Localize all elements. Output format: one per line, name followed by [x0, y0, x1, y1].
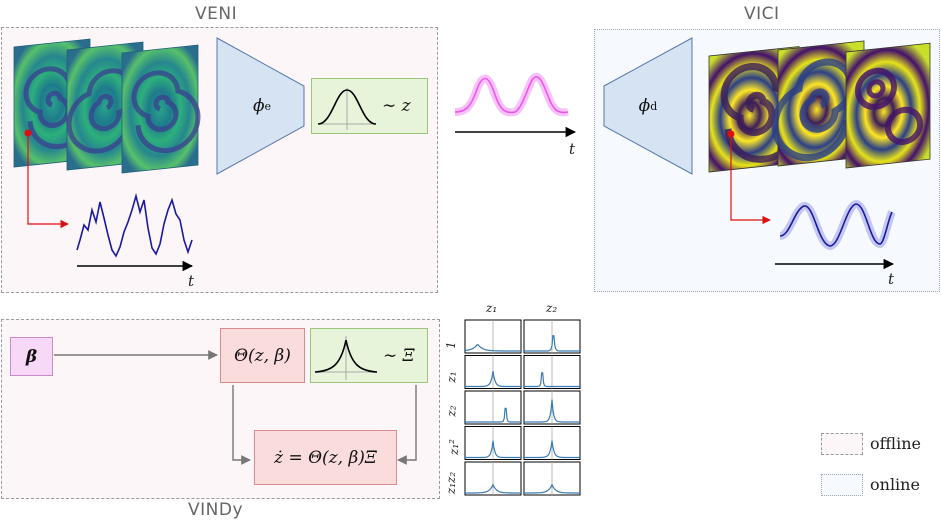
legend-offline-swatch [821, 433, 863, 455]
vici-probe-arrow [730, 134, 771, 225]
veni-probe-arrow [27, 133, 69, 229]
veni-time-label: t [188, 272, 195, 290]
latent-time-label: t [569, 140, 576, 158]
equation-box: ż = Θ(z, β)Ξ [254, 430, 397, 485]
library-box: Θ(z, β) [220, 328, 305, 383]
coef-dist-label: ∼ Ξ [383, 345, 415, 366]
coef-distribution-box: ∼ Ξ [310, 328, 428, 383]
matrix-posterior-curve [524, 335, 580, 352]
matrix-posterior-curve [524, 372, 580, 388]
matrix-row-label: 1 [443, 341, 458, 349]
vici-title: VICI [744, 4, 780, 24]
coef-to-equation-arrow [397, 385, 417, 465]
vici-time-label: t [888, 270, 895, 288]
coefficient-matrix [464, 319, 581, 496]
latent-dist-label: ∼ z [382, 96, 411, 116]
encoder-network [216, 37, 305, 175]
legend-online-label: online [870, 475, 920, 494]
matrix-row-label: z₁z₂ [444, 471, 459, 495]
matrix-posterior-curve [524, 440, 580, 459]
matrix-posterior-curve [464, 344, 521, 352]
legend-offline-label: offline [870, 434, 922, 453]
beta-box: β [10, 337, 53, 376]
matrix-row-label: z₁ [444, 371, 459, 383]
matrix-posterior-curve [465, 483, 521, 494]
matrix-posterior-curve [465, 371, 521, 388]
vici-snapshot-stack [708, 40, 931, 173]
matrix-posterior-curve [465, 407, 521, 423]
gaussian-icon [317, 88, 377, 130]
matrix-posterior-curve [465, 440, 521, 459]
laplace-icon [314, 336, 378, 380]
matrix-row-label: z₂ [444, 405, 459, 417]
decoder-network [603, 37, 693, 175]
vindy-title: VINDy [188, 500, 244, 520]
veni-snapshot-stack [13, 38, 201, 174]
matrix-row-label: z₁² [446, 439, 461, 455]
veni-snapshot-3 [121, 44, 199, 174]
matrix-col-header: z₁ [486, 301, 498, 315]
matrix-posterior-curve [524, 483, 580, 494]
latent-signal [454, 72, 569, 117]
vici-snapshot-3 [845, 42, 931, 169]
veni-signal [76, 192, 193, 258]
matrix-posterior-curve [524, 399, 580, 423]
latent-distribution-box: ∼ z [311, 78, 428, 134]
veni-title: VENI [195, 4, 238, 24]
library-to-equation-arrow [232, 385, 251, 465]
matrix-col-header: z₂ [546, 301, 558, 315]
legend-online-swatch [821, 474, 863, 496]
vici-signal [779, 203, 893, 247]
